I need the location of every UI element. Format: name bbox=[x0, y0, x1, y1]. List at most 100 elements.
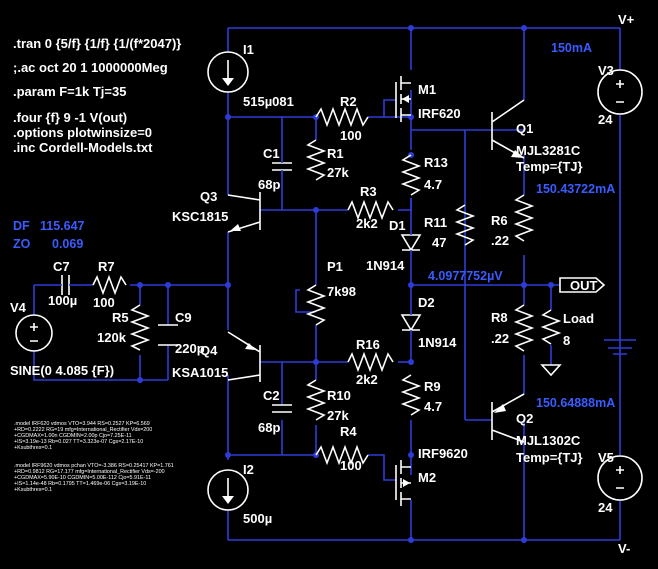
diode-d2[interactable] bbox=[400, 300, 422, 340]
label-components-c2-name: C2 bbox=[263, 388, 280, 403]
label-components-load-name: Load bbox=[563, 311, 594, 326]
voltage-source-v4[interactable] bbox=[15, 314, 53, 352]
model-definitions: .model IRF620 vdmos VTO=3.944 RS=0.2527 … bbox=[14, 421, 174, 493]
resistor-r10[interactable] bbox=[305, 379, 327, 421]
label-components-q3-name: Q3 bbox=[200, 189, 217, 204]
label-components-i2-value: 500µ bbox=[243, 511, 272, 526]
label-components-r4-value: 100 bbox=[340, 458, 362, 473]
label-components-r1-name: R1 bbox=[327, 146, 344, 161]
resistor-r13[interactable] bbox=[400, 154, 422, 196]
label-components-r3-value: 2k2 bbox=[356, 216, 378, 231]
label-components-v4-name: V4 bbox=[10, 300, 27, 315]
label-components-r11-name: R11 bbox=[424, 215, 447, 230]
resistor-r3[interactable] bbox=[347, 199, 394, 221]
label-components-r10-value: 27k bbox=[327, 408, 349, 423]
label-components-c2-value: 68p bbox=[258, 420, 280, 435]
voltage-source-v5[interactable] bbox=[597, 455, 643, 501]
label-components-r9-name: R9 bbox=[424, 379, 441, 394]
label-model_text-6: +RD=0.9812 RG=17.177 mfg=International_R… bbox=[14, 469, 165, 475]
mosfet-m2[interactable] bbox=[395, 460, 411, 506]
label-components-v3-value: 24 bbox=[598, 112, 613, 127]
label-model_text-2: +CGDMAX=1.00n CGDMIN=2.00p Cjo=7.25E-11 bbox=[14, 433, 132, 439]
transistor-q1[interactable] bbox=[491, 99, 525, 159]
label-components-m1-value: IRF620 bbox=[418, 106, 461, 121]
capacitor-c2[interactable] bbox=[272, 404, 292, 413]
label-components-v3-name: V3 bbox=[598, 63, 614, 78]
zo-value: 0.069 bbox=[52, 237, 83, 251]
label-components-r8-value: .22 bbox=[491, 331, 509, 346]
label-components-r13-value: 4.7 bbox=[424, 177, 442, 192]
label-components-d2-name: D2 bbox=[418, 295, 435, 310]
current-q1: 150.43722mA bbox=[536, 182, 615, 196]
voltage-out: 4.0977752µV bbox=[428, 269, 503, 283]
label-components-d1-name: D1 bbox=[389, 218, 406, 233]
label-components-p1-value: 7k98 bbox=[327, 284, 356, 299]
out-net-label[interactable] bbox=[559, 277, 606, 293]
capacitor-c1[interactable] bbox=[272, 150, 292, 185]
ground-icon bbox=[540, 364, 562, 377]
label-components-r11-value: 47 bbox=[432, 235, 446, 250]
label-components-m1-name: M1 bbox=[418, 82, 436, 97]
spice-directives: .tran 0 {5/f} {1/f} {1/(f*2047)} ;.ac oc… bbox=[13, 36, 181, 155]
diode-d1[interactable] bbox=[400, 222, 422, 262]
current-source-i2[interactable] bbox=[207, 469, 249, 511]
label-components-c9-value: 220p bbox=[175, 341, 205, 356]
potentiometer-p1[interactable] bbox=[305, 284, 327, 326]
label-components-c1-name: C1 bbox=[263, 146, 280, 161]
label-components-i2-name: I2 bbox=[243, 462, 254, 477]
label-components-r4-name: R4 bbox=[340, 424, 357, 439]
label-components-r2-name: R2 bbox=[340, 94, 357, 109]
label-components-q1-temp: Temp={TJ} bbox=[516, 159, 583, 174]
df-label: DF bbox=[13, 219, 30, 233]
label-components-r7-value: 100 bbox=[93, 295, 115, 310]
label-components-v5-name: V5 bbox=[598, 450, 614, 465]
label-components-r16-value: 2k2 bbox=[356, 372, 378, 387]
resistor-r9[interactable] bbox=[400, 374, 422, 416]
label-model_text-1: +RD=0.2222 RG=19 mfg=International_Recti… bbox=[14, 427, 152, 433]
label-components-r9-value: 4.7 bbox=[424, 399, 442, 414]
mosfet-m1[interactable] bbox=[395, 76, 411, 122]
label-components-r3-name: R3 bbox=[360, 184, 377, 199]
label-components-i1-name: I1 bbox=[243, 42, 254, 57]
label-components-d2-value: 1N914 bbox=[418, 335, 457, 350]
voltage-source-v3[interactable] bbox=[597, 69, 643, 115]
label-components-m2-value: IRF9620 bbox=[418, 446, 468, 461]
df-value: 115.647 bbox=[40, 219, 85, 233]
label-components-m2-name: M2 bbox=[418, 470, 436, 485]
label-components-c7-name: C7 bbox=[53, 259, 70, 274]
label-components-r16-name: R16 bbox=[356, 337, 380, 352]
resistor-r8[interactable] bbox=[513, 304, 535, 352]
label-components-p1-name: P1 bbox=[327, 259, 343, 274]
resistor-r5[interactable] bbox=[129, 304, 151, 351]
label-model_text-3: +IS=3.19e-13 Rb=0.027 TT=3.323e-07 Cgs=2… bbox=[14, 439, 143, 445]
label-components-v5-value: 24 bbox=[598, 500, 613, 515]
directive-param: .param F=1k Tj=35 bbox=[13, 84, 126, 99]
zo-label: ZO bbox=[13, 237, 31, 251]
label-components-q2-name: Q2 bbox=[516, 411, 533, 426]
resistor-r4[interactable] bbox=[315, 444, 369, 466]
label-components-r1-value: 27k bbox=[327, 165, 349, 180]
transistor-q2[interactable] bbox=[491, 393, 525, 443]
label-model_text-7: +CGDMAX=5.90E-10 CGDMIN=5.00E-112 Cjo=5.… bbox=[14, 475, 151, 481]
label-components-r8-name: R8 bbox=[491, 310, 508, 325]
current-source-i1[interactable] bbox=[207, 51, 249, 93]
capacitor-c7[interactable] bbox=[52, 275, 80, 295]
label-model_text-0: .model IRF620 vdmos VTO=3.944 RS=0.2527 … bbox=[14, 421, 150, 427]
measurement-readouts: DF 115.647 ZO 0.069 150mA 150.43722mA 4.… bbox=[13, 41, 615, 410]
resistor-r1[interactable] bbox=[305, 139, 327, 181]
resistor-r2[interactable] bbox=[315, 106, 369, 128]
resistor-r16[interactable] bbox=[347, 351, 394, 373]
label-components-r6-value: .22 bbox=[491, 233, 509, 248]
label-components-v4-value: SINE(0 4.085 {F}) bbox=[10, 363, 114, 378]
capacitor-c9[interactable] bbox=[158, 324, 178, 346]
label-components-r5-name: R5 bbox=[112, 310, 129, 325]
directive-ac: ;.ac oct 20 1 1000000Meg bbox=[13, 60, 168, 75]
transistor-q4[interactable] bbox=[227, 331, 261, 382]
resistor-r6[interactable] bbox=[513, 194, 535, 242]
transistor-q3[interactable] bbox=[227, 192, 261, 233]
rail-neg-label: V- bbox=[618, 541, 630, 556]
resistor-r11[interactable] bbox=[454, 204, 476, 246]
resistor-load[interactable] bbox=[540, 309, 562, 345]
resistor-r7[interactable] bbox=[92, 274, 127, 296]
